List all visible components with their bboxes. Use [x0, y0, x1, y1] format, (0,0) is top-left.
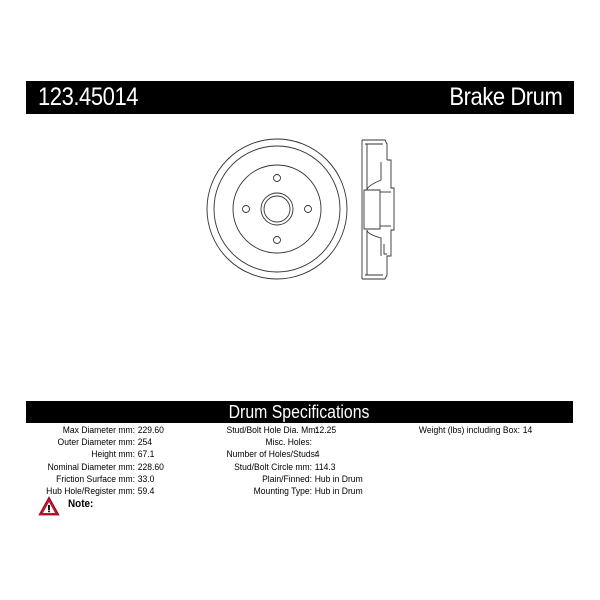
spec-label: Outer Diameter mm:: [57, 437, 135, 449]
spec-label: Stud/Bolt Circle mm:: [234, 461, 312, 473]
spec-row-bolt-circle: Stud/Bolt Circle mm: 114.3: [217, 462, 368, 474]
spec-label: Height mm:: [91, 449, 135, 461]
spec-row-stud-hole-dia: Stud/Bolt Hole Dia. Mm: 12.25: [217, 425, 368, 437]
spec-row-mounting-type: Mounting Type: Hub in Drum: [217, 486, 368, 498]
spec-row-misc-holes: Misc. Holes:: [217, 437, 368, 449]
spec-label: Weight (lbs) including Box:: [418, 425, 520, 436]
spec-value: 254: [137, 437, 152, 449]
spec-row-height: Height mm: 67.1: [20, 449, 167, 461]
spec-label: Hub Hole/Register mm:: [46, 486, 135, 498]
brake-drum-side-profile-icon: [361, 139, 395, 280]
spec-label: Max Diameter mm:: [62, 425, 135, 436]
spec-value: 12.25: [314, 425, 337, 436]
spec-value: Hub in Drum: [314, 473, 363, 485]
spec-label: Nominal Diameter mm:: [47, 461, 135, 473]
spec-row-friction-surface: Friction Surface mm: 33.0: [20, 474, 167, 486]
spec-value: 67.1: [137, 449, 155, 461]
spec-value: 4: [314, 449, 320, 461]
spec-row-weight: Weight (lbs) including Box: 14: [400, 425, 534, 437]
spec-row-hub-hole: Hub Hole/Register mm: 59.4: [20, 486, 167, 498]
spec-value: 228.60: [137, 461, 164, 473]
spec-value: 59.4: [137, 486, 155, 498]
spec-column-3: Weight (lbs) including Box: 14: [400, 425, 534, 437]
spec-column-1: Max Diameter mm: 229.60 Outer Diameter m…: [20, 425, 167, 498]
spec-row-nominal-diameter: Nominal Diameter mm: 228.60: [20, 462, 167, 474]
spec-row-max-diameter: Max Diameter mm: 229.60: [20, 425, 167, 437]
spec-title: Drum Specifications: [229, 402, 370, 422]
spec-label: Misc. Holes:: [265, 437, 312, 449]
spec-value: 229.60: [137, 425, 164, 436]
spec-bar: Drum Specifications: [26, 401, 573, 423]
part-type: Brake Drum: [449, 83, 562, 111]
spec-value: 14: [522, 425, 533, 436]
brake-drum-front-view-icon: [206, 138, 348, 280]
spec-value: 114.3: [314, 461, 336, 473]
warning-triangle-icon: [38, 496, 60, 516]
note: Note:: [38, 496, 96, 516]
spec-label: Plain/Finned:: [262, 473, 312, 485]
title-bar: 123.45014 Brake Drum: [26, 81, 574, 114]
spec-label: Stud/Bolt Hole Dia. Mm:: [226, 425, 318, 436]
spec-label: Mounting Type:: [253, 486, 312, 498]
spec-label: Number of Holes/Studs:: [226, 449, 318, 461]
spec-label: Friction Surface mm:: [56, 473, 135, 485]
spec-column-2: Stud/Bolt Hole Dia. Mm: 12.25 Misc. Hole…: [217, 425, 368, 498]
spec-row-number-of-holes: Number of Holes/Studs: 4: [217, 449, 368, 461]
note-label: Note:: [68, 498, 94, 510]
spec-value: Hub in Drum: [314, 486, 363, 498]
spec-value: [312, 437, 315, 449]
part-number: 123.45014: [38, 83, 139, 111]
brake-drum-drawing: [206, 138, 395, 280]
spec-value: 33.0: [137, 473, 155, 485]
spec-row-outer-diameter: Outer Diameter mm: 254: [20, 437, 167, 449]
spec-row-plain-finned: Plain/Finned: Hub in Drum: [217, 474, 368, 486]
